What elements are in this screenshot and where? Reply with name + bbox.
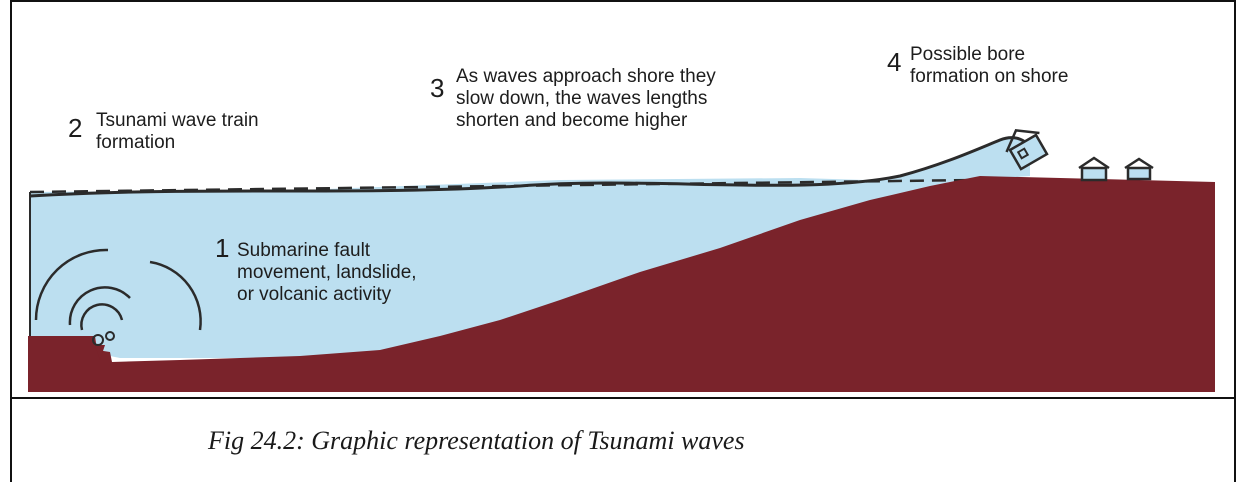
- bubble: [92, 334, 104, 346]
- label-3-text: As waves approach shore they slow down, …: [456, 66, 716, 131]
- label-3-number: 3: [430, 73, 445, 103]
- seismic-arc: [34, 248, 109, 321]
- seabed: [28, 176, 1215, 392]
- seismic-arc: [149, 260, 202, 331]
- house-icon: [1124, 157, 1154, 181]
- ocean-water: [30, 178, 975, 358]
- label-4-number: 4: [887, 47, 902, 77]
- label-2-text: Tsunami wave train formation: [96, 110, 259, 153]
- still-water-line: [29, 178, 976, 194]
- seismic-arc: [80, 303, 124, 331]
- figure-caption: Fig 24.2: Graphic representation of Tsun…: [208, 426, 745, 455]
- label-1-text: Submarine fault movement, landslide, or …: [237, 240, 417, 305]
- house-icon: [1005, 129, 1049, 171]
- label-1-number: 1: [215, 233, 230, 263]
- house-icon: [1078, 156, 1110, 182]
- label-4-text: Possible bore formation on shore: [910, 44, 1069, 87]
- figure-frame: [10, 0, 1236, 482]
- label-2-number: 2: [68, 113, 83, 143]
- bubble: [105, 331, 115, 341]
- vent: [95, 345, 105, 360]
- seismic-arc: [68, 286, 131, 326]
